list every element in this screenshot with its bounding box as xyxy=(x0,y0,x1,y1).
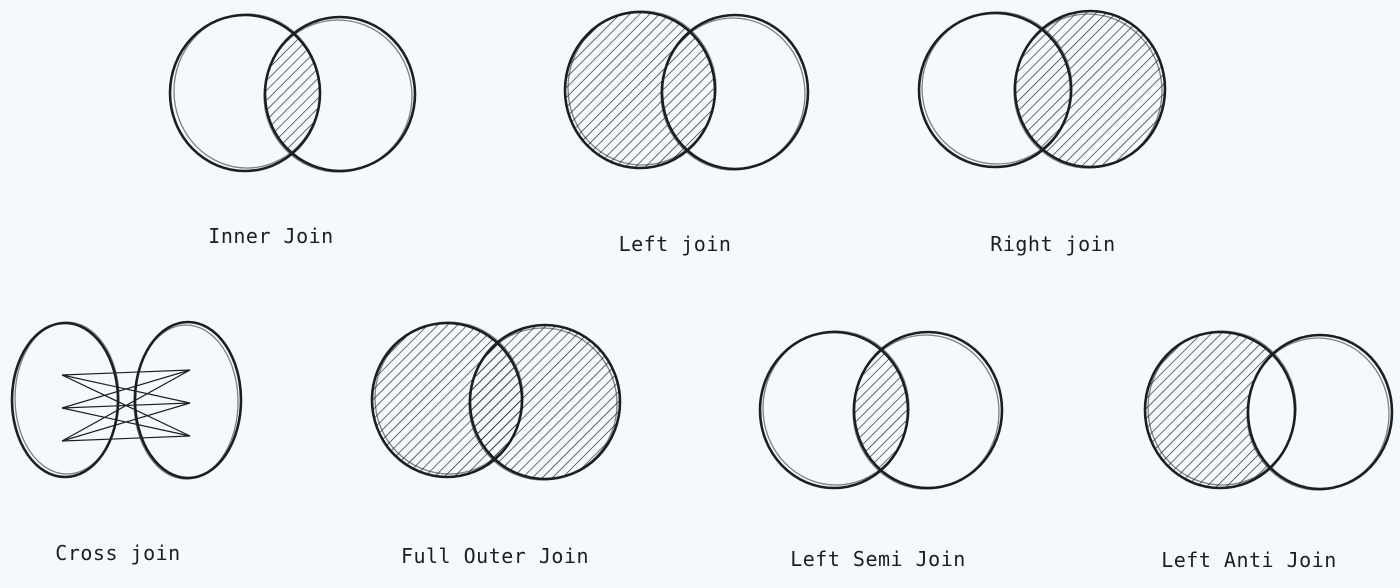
left-anti-join-label: Left Anti Join xyxy=(1161,548,1337,572)
cross-join-connections xyxy=(61,369,191,442)
left-semi-join-label: Left Semi Join xyxy=(790,547,966,571)
left-join-label: Left join xyxy=(618,232,732,256)
left-join-right-circle xyxy=(660,13,810,171)
inner-join-right-circle xyxy=(263,15,417,173)
right-join-left-circle xyxy=(917,11,1073,169)
full-outer-join-right-shaded xyxy=(470,325,620,479)
left-anti-join-left-circle xyxy=(1143,330,1297,490)
inner-join-label: Inner Join xyxy=(208,224,334,248)
inner-join-diagram xyxy=(168,13,417,173)
right-join-diagram xyxy=(917,9,1167,169)
inner-join-intersection xyxy=(265,17,320,171)
cross-join-left-oval xyxy=(10,321,120,479)
left-semi-join-left-circle xyxy=(758,330,910,490)
full-outer-join-left-circle xyxy=(370,321,524,479)
right-join-right-shaded xyxy=(1015,11,1165,167)
cross-join-label: Cross join xyxy=(55,541,181,565)
right-join-right-circle xyxy=(1013,9,1167,169)
full-outer-join-diagram xyxy=(370,321,622,481)
cross-join-diagram xyxy=(10,320,243,480)
left-anti-join-right-circle xyxy=(1246,333,1394,491)
left-join-diagram xyxy=(563,10,810,171)
full-outer-join-label: Full Outer Join xyxy=(400,544,590,568)
left-semi-join-intersection xyxy=(854,332,908,488)
full-outer-join-right-circle xyxy=(468,323,622,481)
right-join-label: Right join xyxy=(990,232,1116,256)
left-join-left-circle xyxy=(563,10,717,170)
left-join-left-shaded xyxy=(565,12,715,168)
left-semi-join-right-circle xyxy=(852,330,1004,490)
left-anti-join-diagram xyxy=(1143,330,1394,491)
left-semi-join-diagram xyxy=(758,330,1004,490)
